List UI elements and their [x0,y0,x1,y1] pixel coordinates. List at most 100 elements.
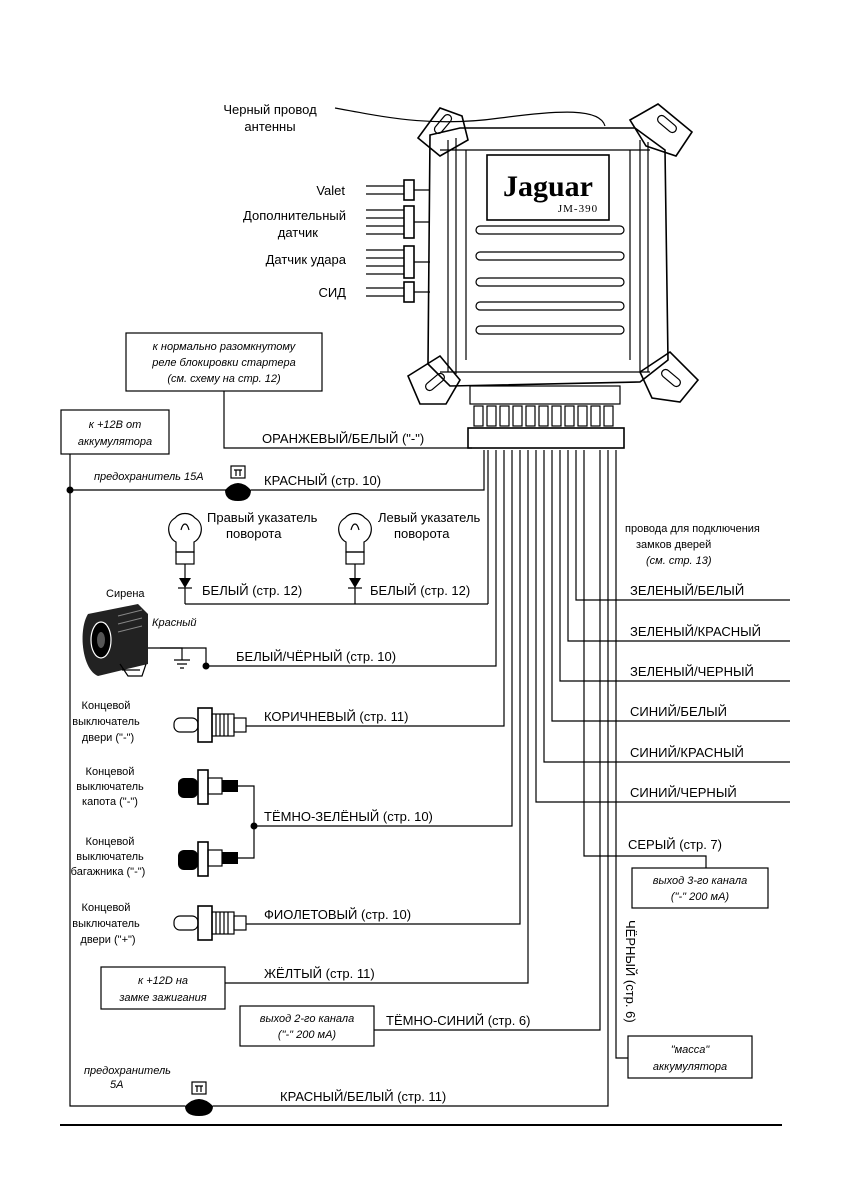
siren-red-wire [148,647,207,666]
starter-relay-text-3: (см. схему на стр. 12) [167,373,281,385]
trunk-switch-icon [178,841,238,877]
dark-blue-label: ТЁМНО-СИНИЙ (стр. 6) [386,1013,531,1028]
green-red-label: ЗЕЛЕНЫЙ/КРАСНЫЙ [630,624,761,639]
blue-black-wire [535,450,790,803]
ground-box [627,1035,753,1079]
red-wire [251,450,485,491]
door-minus-label-3: двери ("-") [82,732,134,744]
left-turn-label-2: поворота [394,526,450,541]
unit-ribs [475,225,625,335]
siren-red-label: Красный [152,617,196,629]
green-red-wire [567,450,790,642]
antenna-label-1: Черный провод [223,102,317,117]
door-minus-switch-icon [173,707,247,743]
starter-relay-text-1: к нормально разомкнутому [153,341,297,353]
fuse-15a-icon [225,465,251,501]
grey-label: СЕРЫЙ (стр. 7) [628,837,722,852]
green-white-wire [575,450,790,601]
white-black-wire [206,450,497,667]
door-minus-label-1: Концевой [82,700,131,712]
antenna-wire [334,107,606,127]
green-black-wire [559,450,790,682]
ignition-text-1: к +12D на [138,975,188,987]
green-white-label: ЗЕЛЕНЫЙ/БЕЛЫЙ [630,583,744,598]
door-locks-text-3: (см. стр. 13) [646,555,712,567]
violet-wire [246,450,521,925]
left-turn-label-1: Левый указатель [378,510,481,525]
battery-plus-text-2: аккумулятора [78,436,152,448]
alarm-unit: Jaguar JM-390 [334,103,700,449]
fuse-15a-label: предохранитель 15А [94,471,204,483]
blue-black-label: СИНИЙ/ЧЕРНЫЙ [630,785,737,800]
brand-name: Jaguar [503,170,593,203]
shock-sensor-label: Датчик удара [266,252,347,267]
dark-green-wire [254,450,513,827]
orange-white-wire [223,391,472,449]
ignition-text-2: замке зажигания [118,992,206,1004]
red-wire-label: КРАСНЫЙ (стр. 10) [264,473,381,488]
black-label: ЧЁРНЫЙ (стр. 6) [623,920,638,1023]
red-white-wire [213,450,609,1107]
yellow-label: ЖЁЛТЫЙ (стр. 11) [264,966,375,981]
door-locks-text-1: провода для подключения [625,523,760,535]
ch2-text-1: выход 2-го канала [260,1013,354,1025]
blue-white-label: СИНИЙ/БЕЛЫЙ [630,704,727,719]
hood-trunk-link-wire [238,785,255,859]
red-white-label: КРАСНЫЙ/БЕЛЫЙ (стр. 11) [280,1089,446,1104]
ground-text-1: "масса" [671,1044,711,1056]
antenna-label-2: антенны [244,119,295,134]
dark-blue-wire [374,450,601,1031]
yellow-wire [225,450,529,984]
orange-white-label: ОРАНЖЕВЫЙ/БЕЛЫЙ ("-") [262,431,424,446]
right-turn-label-1: Правый указатель [207,510,318,525]
hood-label-3: капота ("-") [82,796,138,808]
extra-sensor-label-2: датчик [278,225,319,240]
siren-ground-icon [160,647,190,669]
led-label: СИД [318,285,346,300]
door-minus-label-2: выключатель [72,716,140,728]
unit-housing [427,127,669,387]
green-black-label: ЗЕЛЕНЫЙ/ЧЕРНЫЙ [630,664,754,679]
white-right-label: БЕЛЫЙ (стр. 12) [202,583,302,598]
trunk-label-3: багажника ("-") [71,866,146,878]
mounting-ears [406,103,700,405]
trunk-label-2: выключатель [76,851,144,863]
battery-bus-wire [69,454,185,1107]
model-name: JM-390 [558,203,598,215]
fuse-5a-label-1: предохранитель [84,1065,171,1077]
ch3-text-2: ("-" 200 мА) [671,891,729,903]
hood-label-1: Концевой [86,766,135,778]
door-plus-switch-icon [173,905,247,941]
dark-green-label: ТЁМНО-ЗЕЛЁНЫЙ (стр. 10) [264,809,433,824]
blue-red-label: СИНИЙ/КРАСНЫЙ [630,745,744,760]
ignition-box [100,966,226,1010]
white-black-label: БЕЛЫЙ/ЧЁРНЫЙ (стр. 10) [236,649,396,664]
black-wire [615,450,628,1059]
hood-switch-icon [178,769,238,805]
brown-label: КОРИЧНЕВЫЙ (стр. 11) [264,709,408,724]
brown-wire [246,450,505,727]
door-plus-label-2: выключатель [72,918,140,930]
right-turn-bulb-icon [168,512,202,604]
ground-text-2: аккумулятора [653,1061,727,1073]
hood-label-2: выключатель [76,781,144,793]
fuse-5a-label-2: 5А [110,1079,123,1091]
main-connector-pins [473,405,614,427]
grey-wire [583,450,707,868]
main-connector-top [469,385,621,405]
ch2-box [239,1005,375,1047]
door-plus-label-3: двери ("+") [80,934,135,946]
door-locks-text-2: замков дверей [636,539,711,551]
violet-label: ФИОЛЕТОВЫЙ (стр. 10) [264,907,411,922]
right-turn-label-2: поворота [226,526,282,541]
valet-label: Valet [316,183,345,198]
ch3-box [631,867,769,909]
trunk-label-1: Концевой [86,836,135,848]
blue-red-wire [543,450,790,763]
ch2-text-2: ("-" 200 мА) [278,1029,336,1041]
battery-plus-box [60,409,170,455]
extra-sensor-label-1: Дополнительный [243,208,346,223]
blue-white-wire [551,450,790,722]
siren-icon [82,604,148,677]
